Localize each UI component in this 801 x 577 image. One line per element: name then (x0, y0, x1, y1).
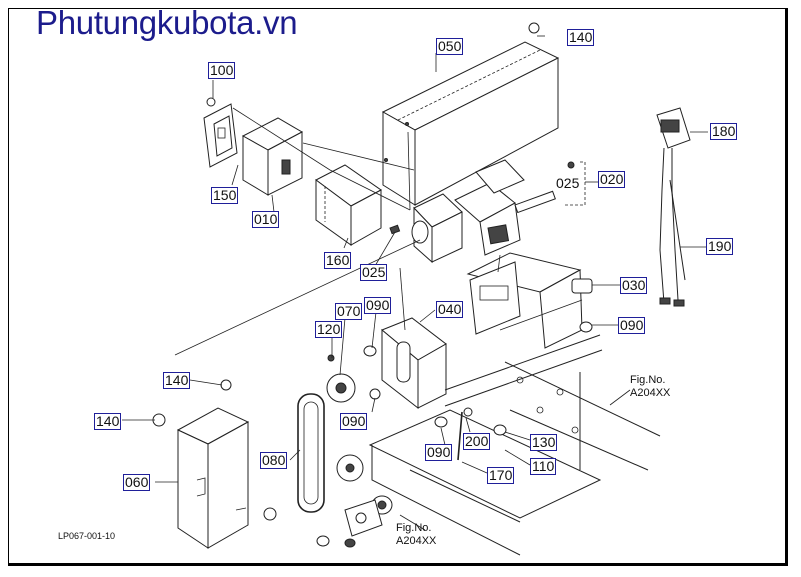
callout-090-d: 090 (425, 444, 453, 461)
callout-010: 010 (252, 211, 280, 228)
fig-ref-right-label: Fig.No. (630, 374, 666, 386)
callout-090-a: 090 (364, 297, 392, 314)
callout-050: 050 (436, 38, 464, 55)
cover-160-shape (315, 164, 382, 246)
fig-ref-bottom-code: A204XX (396, 535, 437, 547)
site-watermark: Phutungkubota.vn (36, 4, 298, 41)
callout-170: 170 (487, 467, 515, 484)
leader-lines (122, 35, 708, 531)
callout-025: 025 (360, 264, 388, 281)
callout-020: 020 (598, 171, 626, 188)
callout-150: 150 (211, 187, 239, 204)
callout-110: 110 (530, 458, 557, 475)
callout-080: 080 (260, 452, 288, 469)
callout-190: 190 (706, 238, 734, 255)
callout-090-c: 090 (340, 413, 368, 430)
drawing-code: LP067-001-10 (58, 531, 116, 541)
switch-box-shape (203, 97, 304, 196)
frame-rails-shape (368, 334, 661, 556)
fig-ref-right-code: A204XX (630, 387, 671, 399)
callout-025-plain: 025 (556, 175, 580, 191)
callout-200: 200 (463, 433, 491, 450)
callout-160: 160 (324, 252, 352, 269)
callout-140-mid: 140 (163, 372, 191, 389)
callout-100: 100 (208, 62, 236, 79)
bearing-shape (263, 495, 393, 548)
fig-ref-bottom: Fig.No. A204XX (396, 522, 436, 548)
callout-090-b: 090 (618, 317, 646, 334)
callout-040: 040 (436, 301, 464, 318)
fig-ref-bottom-label: Fig.No. (396, 522, 432, 534)
hardware-shape (152, 22, 593, 461)
chain-080-shape (297, 373, 364, 513)
cover-060-shape (176, 407, 250, 549)
callout-140-top: 140 (567, 29, 595, 46)
callout-120: 120 (315, 321, 343, 338)
callout-070: 070 (335, 303, 363, 320)
callout-130: 130 (530, 434, 558, 451)
fig-ref-right: Fig.No. A204XX (630, 374, 670, 400)
bracket-shape (381, 252, 583, 410)
callout-140-left: 140 (94, 413, 122, 430)
connector-harness-shape (656, 107, 691, 307)
callout-060: 060 (123, 474, 151, 491)
drawing-frame (8, 8, 788, 566)
motor-020-shape (411, 159, 575, 264)
callout-180: 180 (710, 123, 738, 140)
callout-030: 030 (620, 277, 648, 294)
cover-050-shape (381, 41, 560, 206)
